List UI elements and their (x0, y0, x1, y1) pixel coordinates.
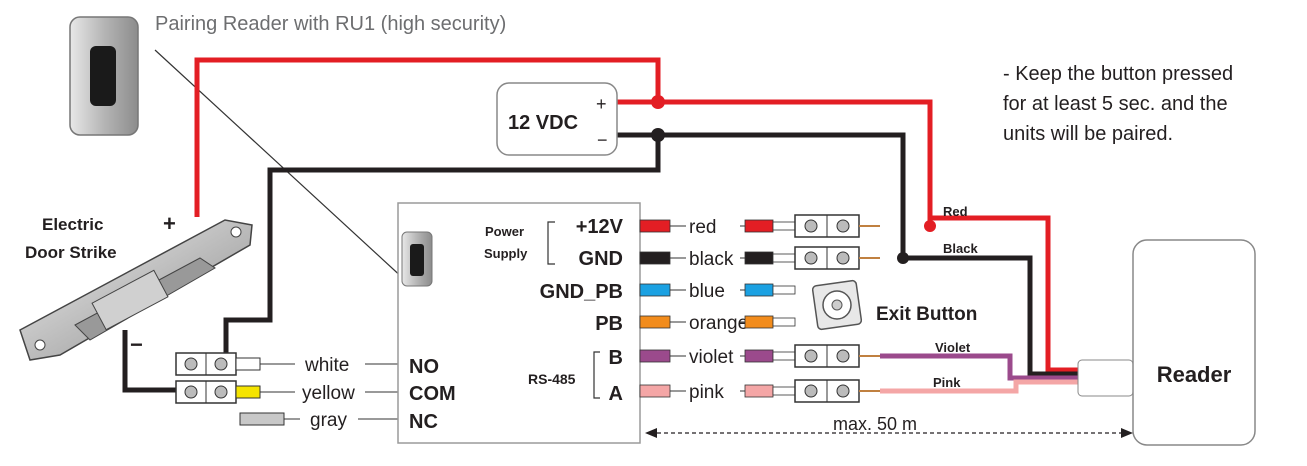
reader-wire-label-red: Red (943, 204, 968, 219)
door-strike-minus: − (130, 332, 143, 357)
wire-stub-blue (639, 283, 671, 297)
door-strike-plus: + (163, 211, 176, 236)
black-reader-junction (897, 252, 909, 264)
controller-unit: Power Supply RS-485 +12V GND GND_PB PB B… (397, 202, 641, 444)
wire-stub-violet (639, 349, 671, 363)
wire-end-violet (744, 349, 774, 363)
wire-ferrule (772, 253, 796, 263)
wire-end-red (744, 219, 774, 233)
violet-reader-wire (880, 353, 1080, 381)
wire-stub-black (639, 251, 671, 265)
power-supply-label-1: Power (485, 224, 524, 239)
wire-label-orange: orange (689, 313, 748, 334)
note-line-2: for at least 5 sec. and the (1003, 93, 1228, 115)
wire-end-pink (744, 384, 774, 398)
screw-icon (804, 219, 818, 233)
wire-ferrule (772, 221, 796, 231)
terminal-no: NO (409, 356, 439, 378)
wire-stub-pink (639, 384, 671, 398)
terminal-nc: NC (409, 411, 438, 433)
wire-ferrule (772, 351, 796, 361)
screw-icon (804, 251, 818, 265)
diagram-title: Pairing Reader with RU1 (high security) (155, 13, 506, 35)
terminal-gnd: GND (579, 248, 623, 270)
psu-label: 12 VDC (508, 112, 578, 134)
power-supply-12vdc: 12 VDC + − (496, 82, 618, 156)
rs485-label: RS-485 (528, 371, 576, 387)
wire-label-pink: pink (689, 382, 724, 403)
wire-label-black: black (689, 249, 734, 270)
wire-ferrule (772, 285, 796, 295)
terminal-gnd-pb: GND_PB (540, 281, 623, 303)
door-strike-label-2: Door Strike (25, 243, 117, 262)
red-reader-junction (924, 220, 936, 232)
black-junction (651, 128, 665, 142)
screw-icon (836, 219, 850, 233)
relay-terminal-blocks (175, 352, 237, 404)
distance-label: max. 50 m (833, 414, 917, 434)
red-junction (651, 95, 665, 109)
exit-button-label: Exit Button (876, 304, 977, 325)
ru1-module-icon (69, 16, 139, 136)
wire-end-orange (744, 315, 774, 329)
terminal-a: A (609, 383, 623, 405)
red-power-wire (194, 57, 1080, 373)
screw-icon (836, 384, 850, 398)
wire-label-white: white (304, 355, 349, 376)
relay-wires: white yellow gray (235, 355, 400, 431)
pink-reader-wire (880, 379, 1080, 394)
wire-end-black (744, 251, 774, 265)
wire-ferrule (772, 386, 796, 396)
psu-plus: + (596, 94, 607, 114)
wire-end-blue (744, 283, 774, 297)
screw-icon (804, 384, 818, 398)
psu-minus: − (597, 130, 608, 150)
wire-ferrule (772, 317, 796, 327)
strike-minus-wire (122, 330, 180, 393)
electric-door-strike: Electric Door Strike + − (19, 211, 253, 361)
wire-label-red: red (689, 217, 716, 238)
controller-wires: red black blue orange violet pink (639, 214, 880, 403)
terminal-com: COM (409, 383, 456, 405)
wire-label-violet: violet (689, 347, 734, 368)
reader-wire-label-violet: Violet (935, 340, 971, 355)
door-strike-label-1: Electric (42, 215, 103, 234)
terminal-12v: +12V (576, 216, 624, 238)
wire-stub-red (639, 219, 671, 233)
reader-device: Reader (1132, 239, 1256, 446)
note-line-3: units will be paired. (1003, 123, 1173, 145)
terminal-pb: PB (595, 313, 623, 335)
distance-indicator: max. 50 m (645, 414, 1133, 438)
reader-wire-label-pink: Pink (933, 375, 961, 390)
note-line-1: - Keep the button pressed (1003, 63, 1233, 85)
reader-wire-label-black: Black (943, 241, 978, 256)
power-supply-label-2: Supply (484, 246, 528, 261)
exit-button: Exit Button (811, 279, 977, 331)
wire-label-blue: blue (689, 281, 725, 302)
screw-icon (836, 349, 850, 363)
reader-label: Reader (1157, 362, 1232, 387)
black-power-wire (223, 132, 1080, 377)
wire-label-yellow: yellow (302, 383, 355, 404)
wire-label-gray: gray (310, 410, 347, 431)
reader-cable-gland (1077, 359, 1134, 397)
screw-icon (804, 349, 818, 363)
wire-stub-orange (639, 315, 671, 329)
terminal-b: B (609, 347, 623, 369)
screw-icon (836, 251, 850, 265)
